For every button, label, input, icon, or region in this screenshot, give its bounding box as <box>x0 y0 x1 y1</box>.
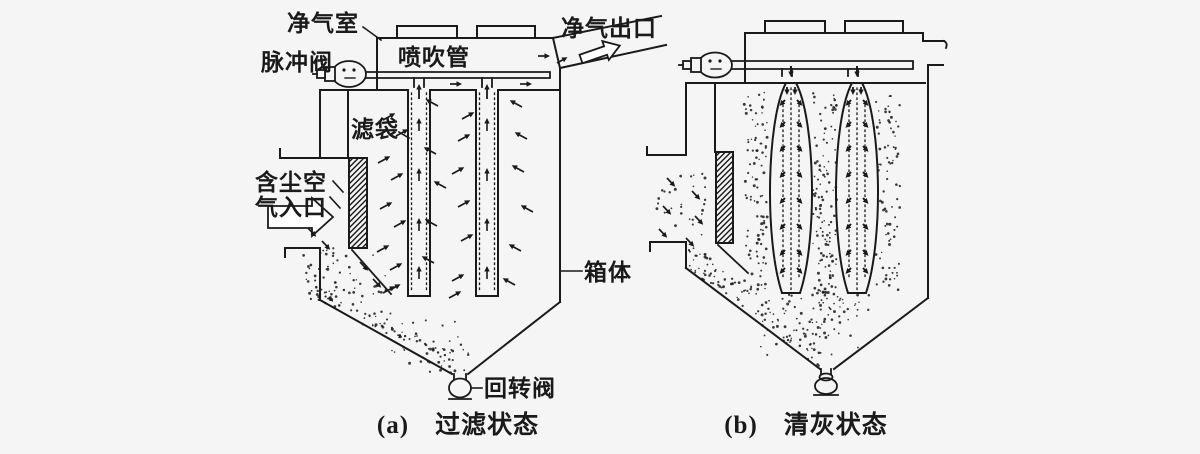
label-box-body: 箱体 <box>584 259 632 285</box>
diffuser-plate-a <box>348 157 368 249</box>
panel-a <box>267 14 668 400</box>
label-dusty-air-inlet-1: 含尘空 <box>255 169 327 195</box>
hopper-b <box>684 243 930 371</box>
filter-bags-b <box>769 82 879 294</box>
clean-air-outlet-duct <box>551 14 668 70</box>
label-blow-pipe: 喷吹管 <box>398 44 470 70</box>
label-filter-bag: 滤袋 <box>351 116 399 142</box>
blow-pipe-a <box>365 71 551 88</box>
pulse-valve-b <box>678 51 733 79</box>
label-clean-air-chamber: 净气室 <box>287 10 359 36</box>
pulse-valve-a <box>312 60 367 88</box>
leader-lines-a <box>328 25 583 389</box>
filter-bags-a <box>407 89 499 297</box>
inlet-deflector-b <box>716 243 750 275</box>
hopper-a <box>318 248 562 376</box>
label-rotary-valve: 回转阀 <box>484 375 556 401</box>
caption-panel-b: (b) 清灰状态 <box>724 411 888 439</box>
rotary-valve-b <box>813 368 839 396</box>
diffuser-plate-b <box>715 151 734 244</box>
caption-panel-a: (a) 过滤状态 <box>377 411 539 439</box>
rotary-valve-a <box>448 373 472 400</box>
label-dusty-air-inlet-2: 气入口 <box>254 194 327 220</box>
dust-stipple <box>302 91 902 374</box>
bag-fabric-dots-a <box>410 92 496 293</box>
airflow-arrows <box>307 53 869 299</box>
label-clean-air-outlet: 净气出口 <box>561 15 657 41</box>
box-body-b <box>646 64 929 299</box>
dusty-air-inlet-arrow <box>267 195 335 239</box>
label-pulse-valve: 脉冲阀 <box>260 50 333 75</box>
clean-air-outlet-arrow <box>578 39 622 65</box>
blow-pipe-b <box>731 60 914 77</box>
panel-b <box>646 20 948 396</box>
clean-air-chamber-b <box>744 20 948 84</box>
text-layer: 净气室 脉冲阀 喷吹管 净气出口 滤袋 含尘空 气入口 箱体 回转阀 (a) 过… <box>254 10 888 439</box>
inlet-deflector-a <box>350 248 393 296</box>
bag-fabric-dots-b <box>782 87 866 291</box>
box-body-a <box>279 67 561 303</box>
